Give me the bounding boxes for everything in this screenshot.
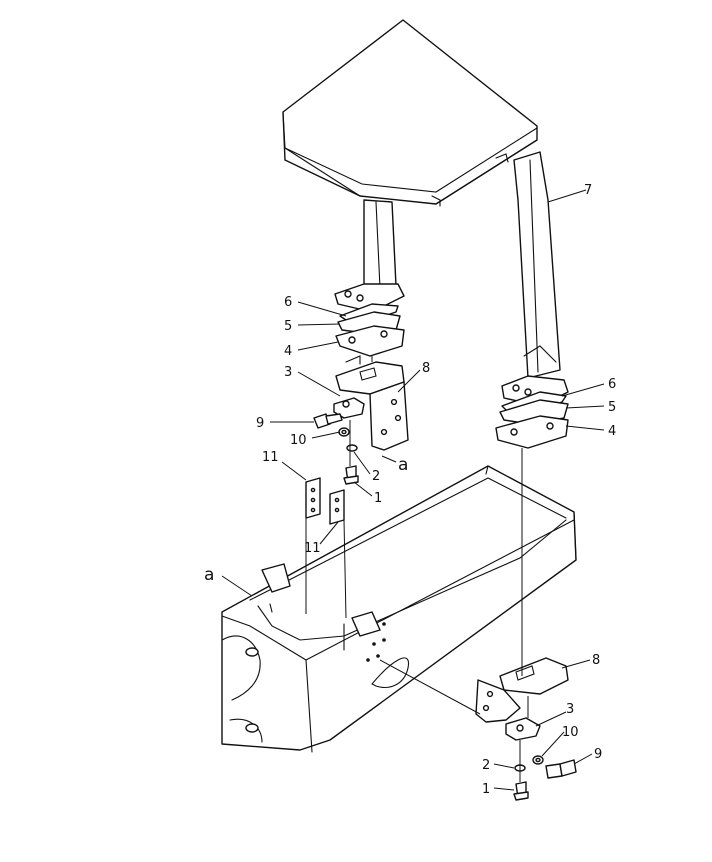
callout-2-upper: 2 <box>372 469 380 484</box>
callout-11-lower: 11 <box>304 541 321 556</box>
callout-4-left: 4 <box>284 344 292 359</box>
callout-8-upper: 8 <box>422 361 430 376</box>
callout-5-left: 5 <box>284 319 292 334</box>
fasteners-lower <box>513 755 577 801</box>
callout-10-lower: 10 <box>562 725 579 740</box>
left-shim-stack <box>335 303 405 357</box>
callout-2-lower: 2 <box>482 758 490 773</box>
block-3-lower <box>505 717 541 741</box>
assembly-lines <box>305 356 529 782</box>
callout-6-left: 6 <box>284 295 292 310</box>
callout-5-right: 5 <box>608 400 616 415</box>
callout-1-lower: 1 <box>482 782 490 797</box>
block-3-upper <box>333 397 365 419</box>
right-pillar <box>501 151 569 407</box>
bracket-8-upper <box>335 355 409 451</box>
leader-lines <box>221 189 605 791</box>
callout-9-upper: 9 <box>256 416 264 431</box>
straps-11 <box>305 477 345 525</box>
callout-a-fender: a <box>204 565 214 585</box>
callout-8-lower: 8 <box>592 653 600 668</box>
callout-1-upper: 1 <box>374 491 382 506</box>
fasteners-upper <box>313 413 359 485</box>
left-pillar <box>334 199 405 313</box>
callout-10-upper: 10 <box>290 433 307 448</box>
callout-a-upper: a <box>398 455 408 475</box>
callout-4-right: 4 <box>608 424 616 439</box>
canopy-roof <box>282 19 538 207</box>
bracket-8-lower <box>475 657 569 723</box>
callout-11-upper: 11 <box>262 450 279 465</box>
callout-3-left: 3 <box>284 365 292 380</box>
callout-7: 7 <box>584 183 592 198</box>
callout-3-lower: 3 <box>566 702 574 717</box>
right-shim-stack <box>495 391 569 449</box>
callout-labels: 7 6 5 4 3 8 9 10 2 1 a 11 11 a 6 5 4 8 3… <box>204 183 616 797</box>
fender-base <box>221 465 577 753</box>
callout-9-lower: 9 <box>594 747 602 762</box>
callout-6-right: 6 <box>608 377 616 392</box>
